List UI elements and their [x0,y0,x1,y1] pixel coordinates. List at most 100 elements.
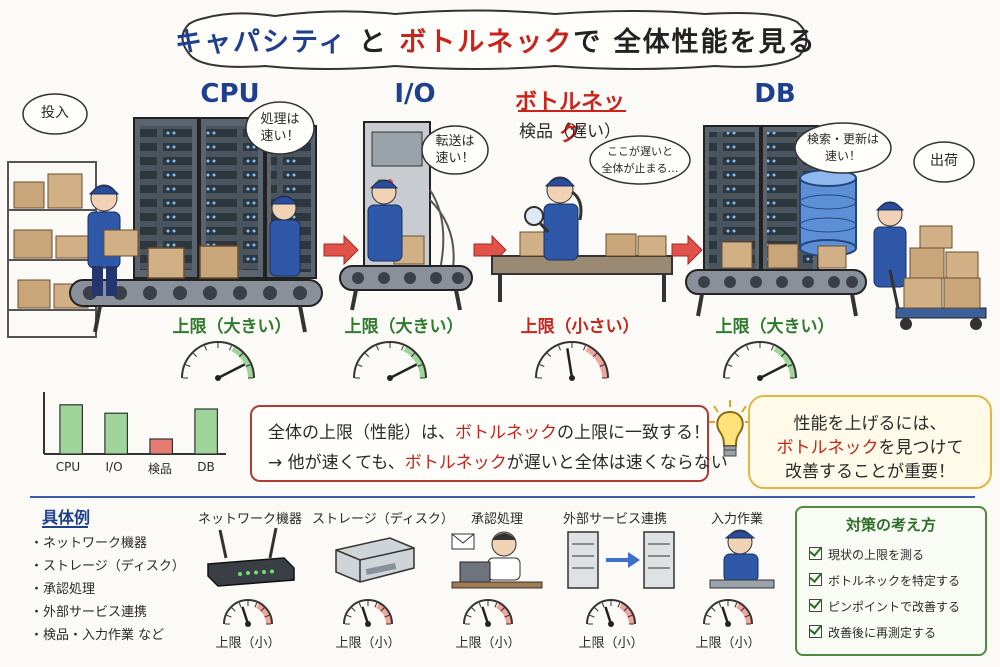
stage-title-io: I/O [394,79,436,109]
storage-shelf [7,161,97,338]
gauge-hub [725,621,731,627]
gauge-tick [229,345,232,351]
lightbulb-icon [709,400,751,457]
gauge-zone [255,602,272,625]
gauge-tick [471,607,476,612]
gauge-input-icon [703,599,753,627]
bottleneck-underline [518,110,626,112]
summary-line-1: 全体の上限（性能）は、ボトルネックの上限に一致する！ [268,418,710,443]
bubble-bottleneck-text: ここが遅いと 全体が止まる… [590,143,690,177]
bubble-io-text: 転送は 速い！ [422,133,488,167]
bubble-io-line1: 転送は [435,134,475,149]
measure-text: 改善後に再測定する [828,626,937,640]
gauge-tick [185,364,191,367]
bar-label-io: I/O [105,460,123,474]
gauge-tick [617,602,621,608]
summary-box: 全体の上限（性能）は、ボトルネックの上限に一致する！ → 他が速くても、ボトルネ… [250,405,728,482]
gauge-tick [410,352,416,358]
example-item: ・ネットワーク機器 [30,536,148,551]
summary-1b: ボトルネック [455,423,557,443]
gauge-db-icon [723,341,797,381]
measures-box: 対策の考え方 現状の上限を測る ボトルネックを特定する ピンポイントで改善する … [795,506,987,656]
bar-CPU [59,404,83,455]
gauge-tick [238,352,244,358]
gauge-zone [618,602,635,625]
tip-2a: ボトルネック [776,438,879,458]
title-and: と [347,27,400,58]
bar-DB [194,408,218,455]
gauge-tick [740,607,745,612]
inspection-table [491,231,673,302]
gauge-tick [787,364,793,367]
gauge-tick [592,352,598,358]
gauge-tick [627,614,633,618]
gauge-dial [535,341,609,379]
gauge-needle [217,363,246,380]
measure-text: 現状の上限を測る [828,548,925,562]
gauge-tick [771,345,774,351]
gauge-tick [254,602,258,608]
bubble-output-shape [913,141,975,183]
limit-db: 上限（大きい） [715,317,835,337]
gauge-tick [358,602,362,608]
gauge-zone [735,602,752,625]
gauge-zone [375,602,392,625]
summary-line-2: → 他が速くても、ボトルネックが遅いと全体は速くならない [268,448,728,473]
gauge-zone [585,345,608,379]
bubble-bottleneck-shape [589,135,691,185]
gauge-tick [504,614,510,618]
gauge-dial [353,341,427,379]
gauge-needle [389,363,418,380]
gauge-hub [245,621,251,627]
gauge-tick [226,614,232,618]
bubble-cpu-text: 処理は 速い！ [246,111,314,145]
summary-2b: ボトルネック [404,453,507,473]
gauge-tick [539,364,545,367]
gauge-dial [181,341,255,379]
checkbox-checked-icon [809,573,822,586]
limit-io: 上限（大きい） [344,317,464,337]
page-title: キャパシティ と ボトルネックで 全体性能を見る [175,20,815,59]
database-cylinder-icon [799,169,857,257]
gauge-tick [727,364,733,367]
storage-disk-icon [335,537,415,583]
gauge-tick [384,614,390,618]
gauge-cpu-icon [181,341,255,381]
flow-arrow-3 [671,234,703,266]
gauge-tick [623,607,628,612]
gauge-tick [734,602,738,608]
gauge-tick [494,602,498,608]
title-bottleneck: ボトルネック [399,27,574,58]
gauge-needle [759,363,788,380]
worker-shipping [873,201,907,288]
bar-検品 [149,438,174,455]
gauge-bottleneck-icon [535,341,609,381]
gauge-tick [594,607,599,612]
title-rest: で 全体性能を見る [573,27,817,58]
gauge-needle [566,348,574,379]
capacity-bar-chart [43,392,226,455]
gauge-hub [485,621,491,627]
title-cloud-frame [181,9,808,70]
conveyor-cpu [69,245,323,333]
checkbox-checked-icon [809,599,822,612]
gauge-tick [238,602,242,608]
gauge-io-icon [353,341,427,381]
gauge-tick [718,602,722,608]
gauge-tick [260,607,265,612]
example-label-input: 入力作業 [710,512,763,527]
example-item: ・外部サービス連携 [30,605,148,620]
gauge-external-icon [586,599,636,627]
gauge-tick [417,364,423,367]
gauge-zone [773,345,796,379]
gauge-hub [387,375,393,381]
bar-label-db: DB [197,460,215,474]
worker-cpu-left [87,184,139,296]
checkbox-checked-icon [809,547,822,560]
summary-2a: → 他が速くても、 [268,453,405,473]
bubble-bottleneck-line2: 全体が止まる… [601,162,679,175]
title-capacity: キャパシティ [175,27,348,58]
example-label-network: ネットワーク機器 [197,512,302,527]
gauge-tick [558,345,561,351]
bubble-db-shape [794,122,892,174]
